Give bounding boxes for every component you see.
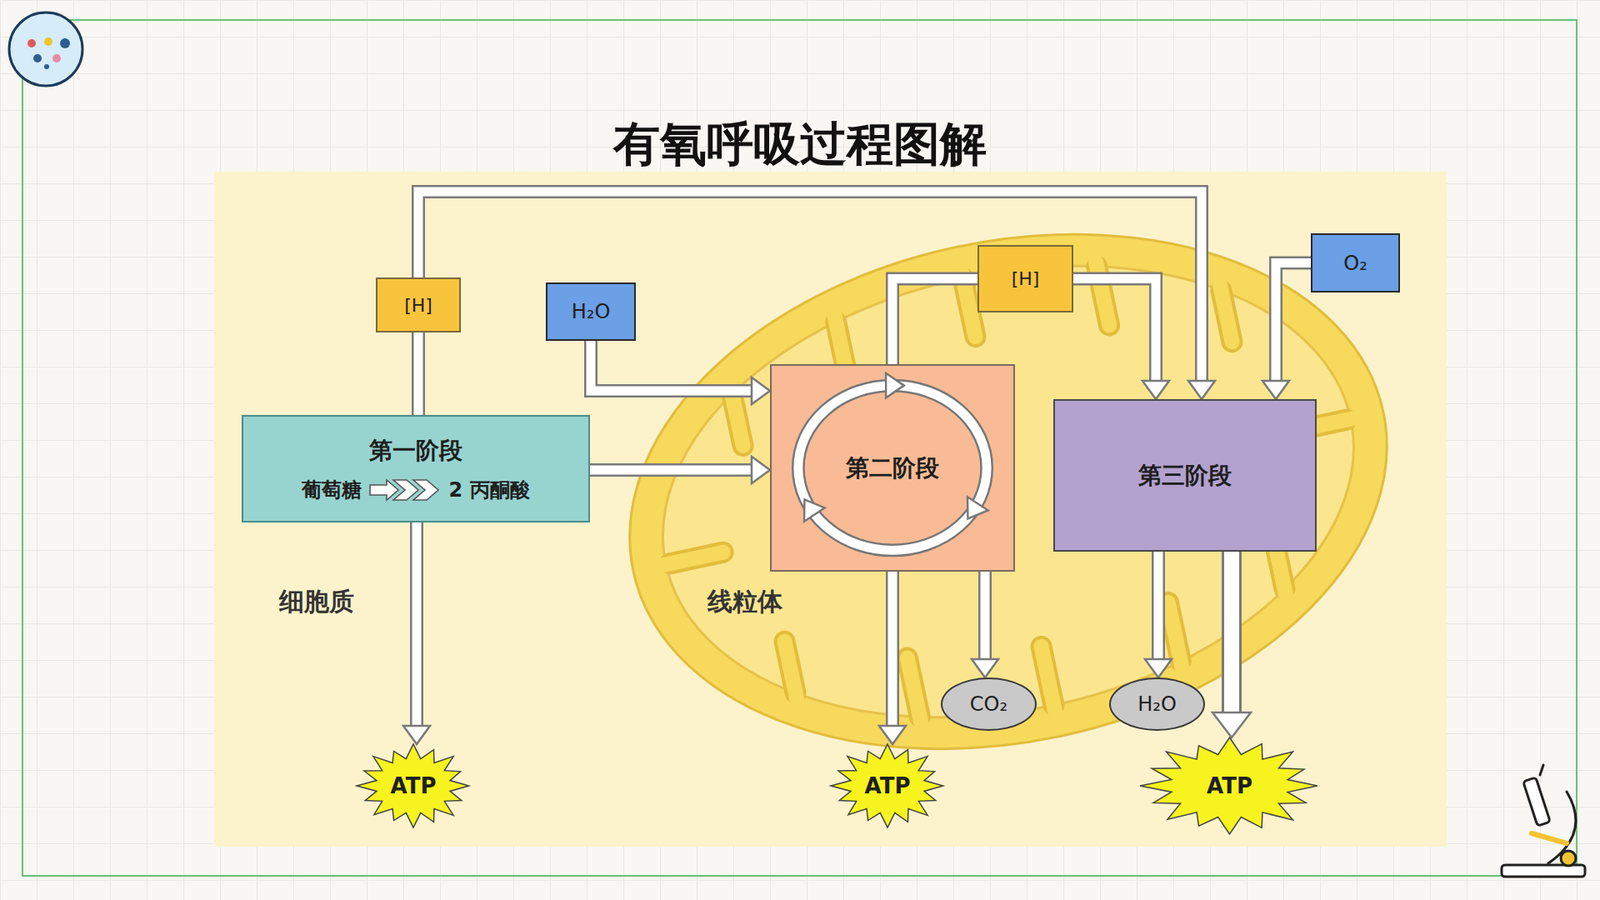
flow-arrow (403, 522, 430, 745)
flow-arrow (971, 571, 999, 678)
flow-arrow (1145, 551, 1172, 678)
cristae-fill (617, 199, 1399, 785)
hydrogen-box: [H] (977, 245, 1074, 313)
arrow-shaft-outline (590, 463, 754, 477)
atp-burst: ATP (356, 744, 470, 828)
burst-outline (356, 744, 470, 828)
product-oval: CO₂ (940, 677, 1037, 731)
arrow-shaft (888, 571, 898, 728)
arrow-shaft-outline (978, 571, 992, 661)
flow-arrow (879, 571, 906, 745)
arrow-shaft (412, 522, 422, 728)
arrow-shaft-outline (418, 191, 1202, 383)
flow-arrow (590, 340, 770, 405)
arrow-head (1188, 380, 1215, 400)
substance-name: 2 丙酮酸 (448, 476, 530, 504)
arrow-shaft (1224, 551, 1240, 715)
arrow-head (751, 456, 770, 484)
hydrogen-box: [H] (375, 277, 461, 333)
region-label: 线粒体 (707, 585, 783, 620)
conversion-arrow (370, 480, 399, 500)
arrow-head (403, 725, 430, 745)
stage-box: 第一阶段葡萄糖 2 丙酮酸 (241, 415, 590, 523)
arrow-head (1212, 712, 1251, 738)
stage-box: 第二阶段 (770, 364, 1015, 572)
burst-outline (1140, 737, 1318, 835)
arrow-shaft-outline (1221, 551, 1242, 715)
node-text: ATP (1206, 773, 1253, 799)
node-text: O₂ (1343, 251, 1368, 275)
node-text: [H] (1011, 268, 1040, 290)
reaction-row: 葡萄糖 2 丙酮酸 (301, 476, 530, 504)
input-box: O₂ (1310, 233, 1400, 293)
arrow-shaft-outline (885, 571, 900, 728)
arrow-head (751, 377, 770, 405)
arrow-shaft (590, 340, 754, 391)
arrow-shaft (418, 191, 1202, 383)
arrow-shaft (1154, 551, 1164, 661)
node-text: H₂O (1137, 692, 1177, 716)
flow-arrow (590, 456, 770, 484)
stage-title: 第二阶段 (845, 452, 940, 485)
arrow-shaft-outline (1151, 551, 1165, 661)
cristae (625, 205, 1393, 777)
burst-outline (830, 744, 944, 828)
stage-title: 第三阶段 (1138, 460, 1232, 492)
atp-burst: ATP (830, 744, 945, 828)
stage-title: 第一阶段 (369, 435, 463, 467)
microscope-icon (1501, 765, 1585, 877)
node-text: ATP (390, 773, 437, 799)
arrow-head (1142, 380, 1170, 400)
arrow-shaft-outline (590, 340, 754, 391)
arrow-head (1262, 380, 1290, 400)
cycle-arrowhead (885, 373, 905, 399)
atp-burst: ATP (1140, 737, 1320, 835)
product-oval: H₂O (1109, 677, 1205, 731)
arrow-shaft-outline (1275, 263, 1311, 384)
node-text: H₂O (571, 300, 611, 324)
arrow-head (971, 659, 999, 678)
arrow-shaft (892, 279, 978, 365)
arrow-shaft-outline (1073, 279, 1156, 384)
cycle-arrowhead (967, 496, 989, 519)
arrow-shaft-outline (411, 332, 425, 415)
cycle-arrowhead (804, 499, 825, 521)
corner-icon (9, 12, 83, 86)
conversion-arrow (393, 480, 419, 500)
inner-membrane (620, 205, 1397, 778)
flow-arrow (1262, 263, 1311, 400)
conversion-arrows (368, 477, 442, 503)
flow-arrow (892, 279, 978, 365)
cycle-fill (798, 385, 987, 551)
arrow-shaft (590, 465, 754, 475)
input-box: H₂O (545, 282, 636, 341)
arrow-shaft (1275, 263, 1311, 384)
stage-box: 第三阶段 (1053, 399, 1317, 552)
arrow-head (1145, 659, 1172, 678)
arrow-head (879, 725, 906, 745)
arrow-shaft (414, 332, 424, 415)
outer-membrane (581, 167, 1436, 816)
flow-arrow (1212, 551, 1251, 738)
arrow-shaft-outline (410, 522, 424, 728)
node-text: CO₂ (970, 692, 1008, 716)
arrow-shaft (1073, 279, 1156, 384)
node-text: ATP (865, 773, 911, 799)
diagram-title: 有氧呼吸过程图解 (0, 113, 1600, 177)
mitochondrion-shape (581, 167, 1436, 816)
conversion-arrow (413, 480, 439, 500)
arrow-shaft-outline (892, 279, 978, 365)
substance-name: 葡萄糖 (301, 476, 362, 504)
arrow-shaft (980, 571, 990, 661)
node-text: [H] (404, 295, 433, 316)
cycle-outline (798, 385, 987, 551)
flow-arrow (1073, 279, 1170, 400)
region-label: 细胞质 (279, 585, 355, 620)
flow-arrow (418, 332, 420, 415)
